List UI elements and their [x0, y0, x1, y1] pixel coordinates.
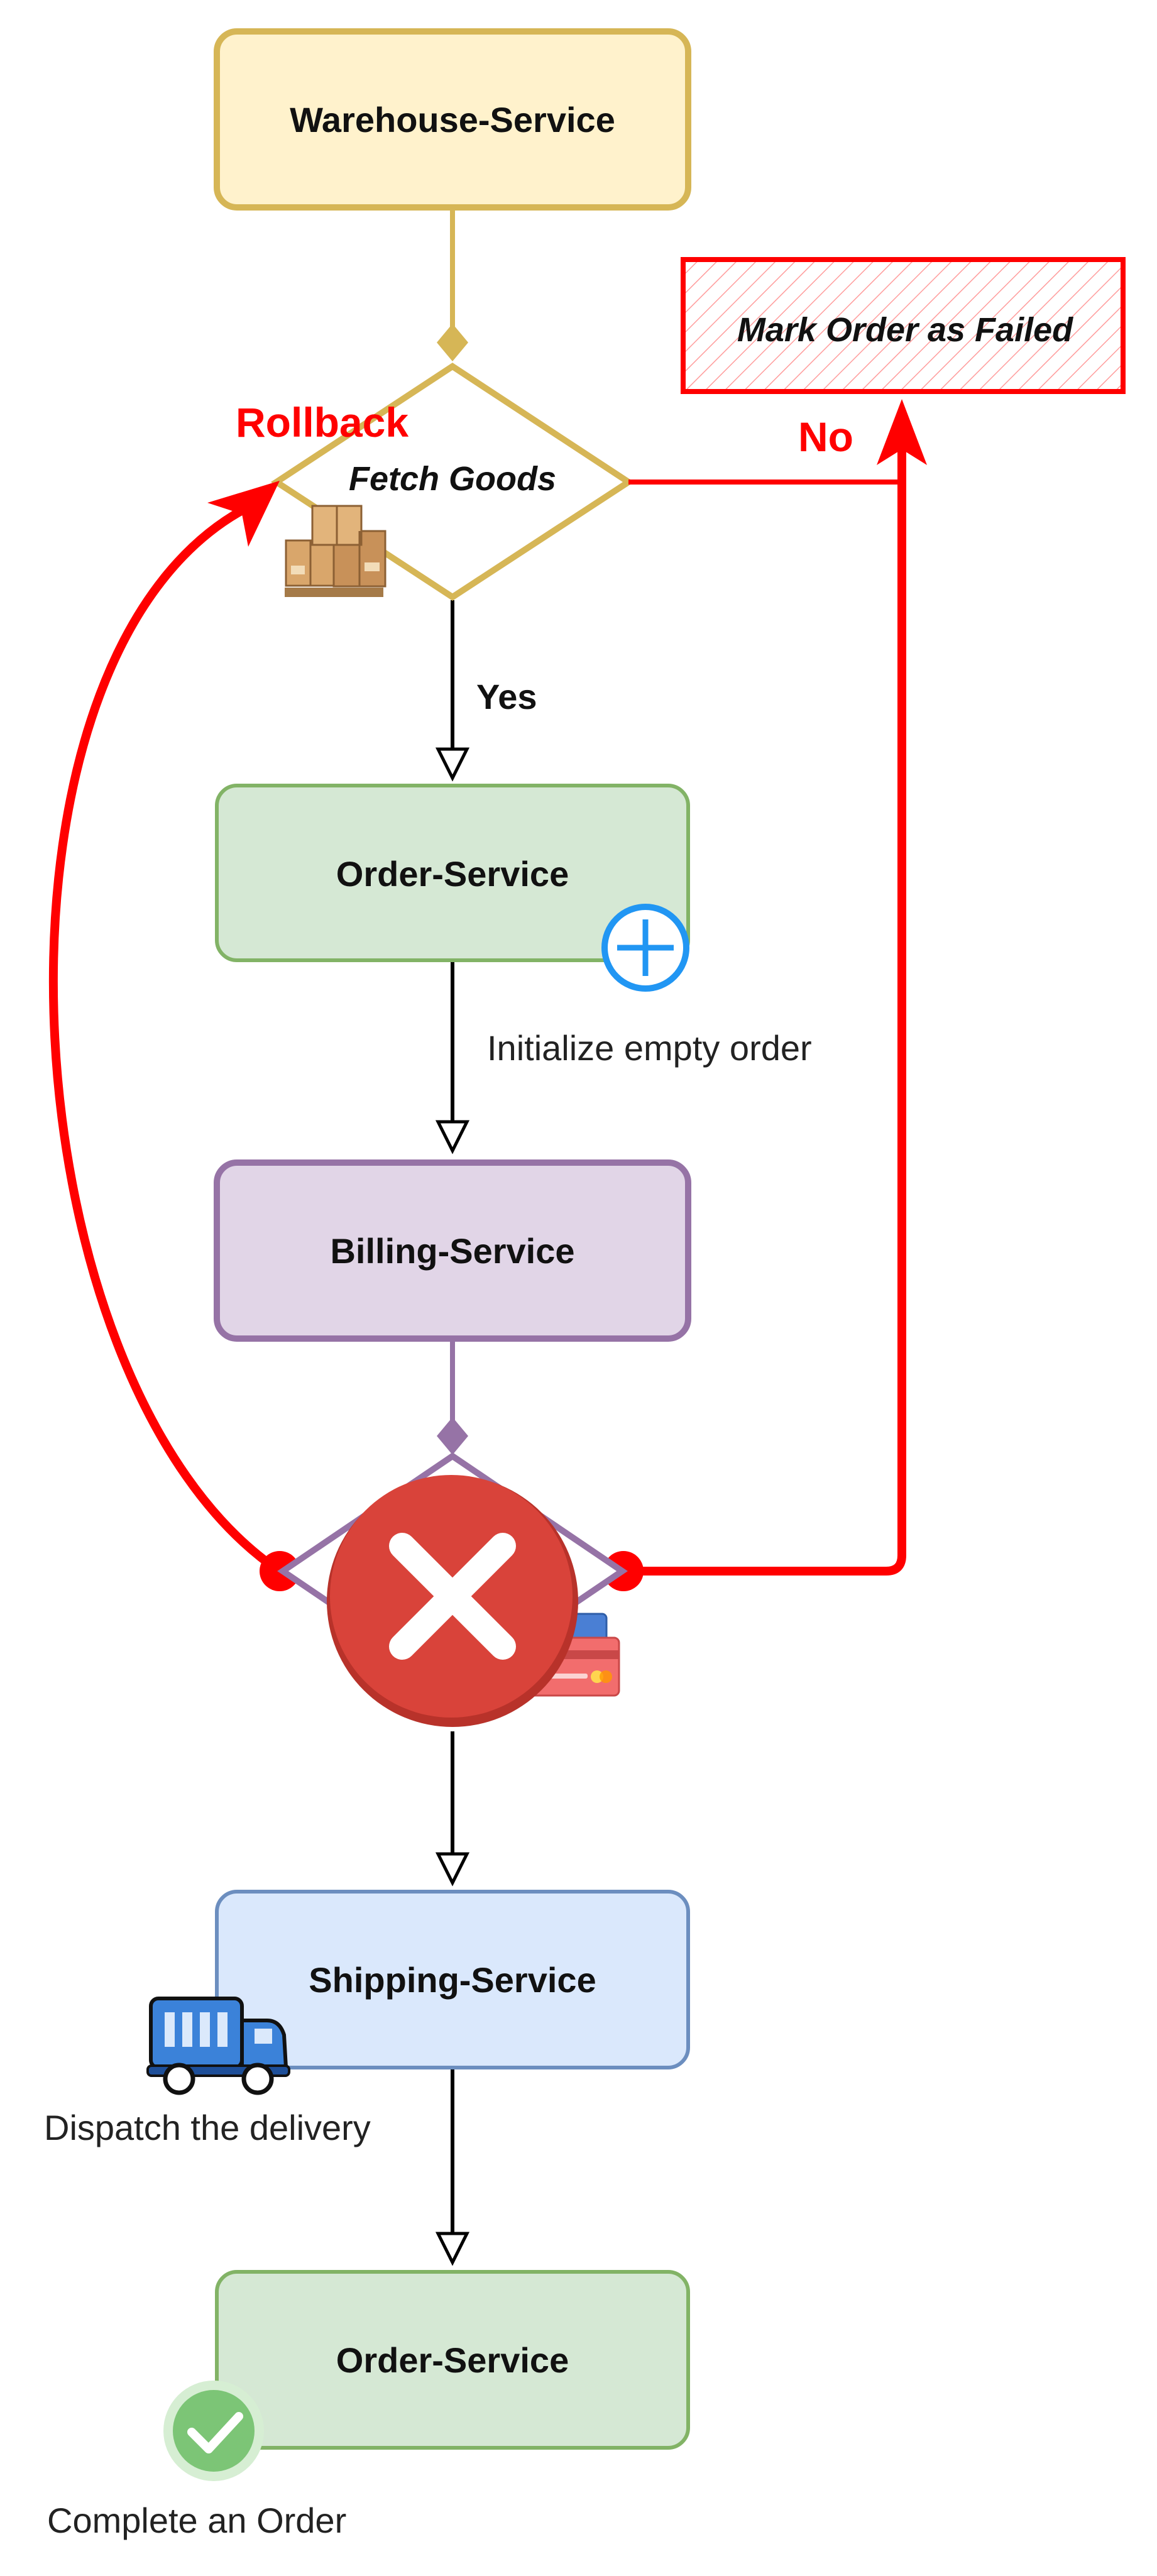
failure-paths: [48, 399, 927, 1591]
warehouse-service-label: Warehouse-Service: [290, 100, 615, 140]
shipping-service-label: Shipping-Service: [309, 1960, 596, 2000]
billing-failure-to-failed-path: [622, 434, 906, 1576]
arrowhead-billing: [435, 1120, 470, 1154]
arrowhead-complete: [435, 2232, 470, 2266]
warehouse-service-node[interactable]: Warehouse-Service: [214, 28, 691, 211]
initialize-order-caption: Initialize empty order: [487, 1028, 812, 1068]
billing-service-label: Billing-Service: [330, 1231, 574, 1271]
rollback-label: Rollback: [236, 399, 409, 446]
order-service-complete-node[interactable]: Order-Service: [215, 2270, 690, 2450]
order-service-label: Order-Service: [336, 854, 569, 894]
mark-order-failed-node[interactable]: Mark Order as Failed: [681, 257, 1126, 394]
shipping-service-node[interactable]: Shipping-Service: [215, 1890, 690, 2069]
arrowhead-yes: [435, 747, 470, 782]
arrowhead-shipping: [435, 1852, 470, 1887]
billing-service-node[interactable]: Billing-Service: [214, 1159, 691, 1342]
fetch-goods-label: Fetch Goods: [349, 460, 556, 498]
order-service-complete-label: Order-Service: [336, 2340, 569, 2380]
check-circle-icon: [163, 2381, 264, 2481]
failed-arrowhead: [877, 399, 927, 465]
complete-order-caption: Complete an Order: [47, 2501, 346, 2540]
plus-circle-icon: [601, 904, 689, 992]
rollback-path: [48, 495, 282, 1575]
order-service-node[interactable]: Order-Service: [215, 784, 690, 962]
delivery-truck-icon: [146, 1997, 290, 2095]
warehouse-port-diamond: [437, 324, 468, 361]
connectors: [435, 207, 470, 2266]
billing-port-diamond: [437, 1417, 468, 1455]
rollback-arrowhead: [207, 481, 280, 547]
dispatch-delivery-caption: Dispatch the delivery: [44, 2108, 371, 2147]
yes-label: Yes: [476, 677, 537, 716]
boxes-icon: [285, 505, 387, 597]
no-label: No: [798, 414, 853, 460]
error-x-icon: [327, 1475, 578, 1727]
mark-order-failed-label: Mark Order as Failed: [737, 311, 1073, 349]
